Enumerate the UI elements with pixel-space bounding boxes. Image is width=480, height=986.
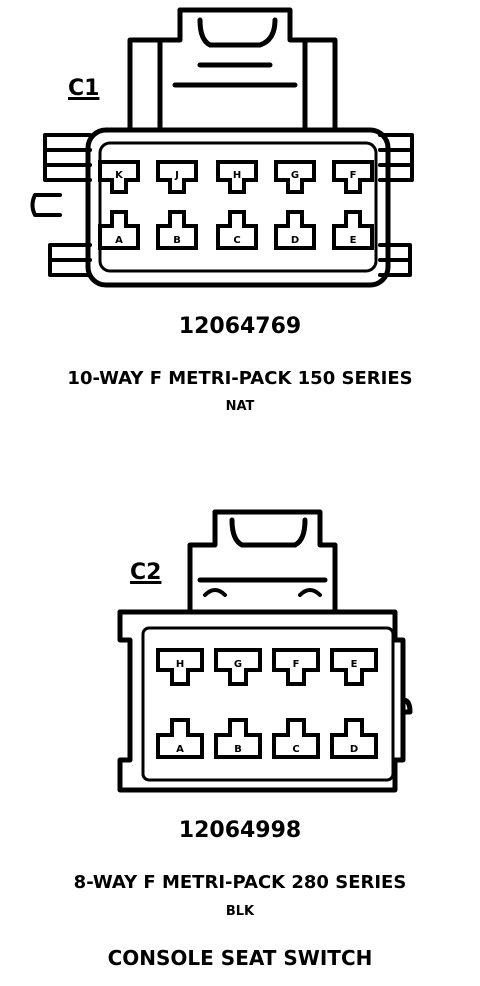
- c1-pin-d-label: D: [291, 235, 299, 246]
- c1-pin-g-label: G: [291, 170, 299, 181]
- c1-pin-e-label: E: [350, 235, 357, 246]
- c2-series: 8-WAY F METRI-PACK 280 SERIES: [73, 872, 407, 893]
- c1-pin-h-label: H: [233, 170, 241, 181]
- c2-part-number: 12064998: [178, 818, 302, 843]
- c1-pin-f-label: F: [350, 170, 357, 181]
- c2-color: BLK: [225, 904, 255, 919]
- c2-label: C2: [130, 560, 162, 585]
- c2-pin-e: E: [330, 648, 378, 686]
- c1-pin-k-label: K: [115, 170, 124, 181]
- c1-pins-bottom-row: A B C D E: [98, 210, 374, 250]
- c1-connector: [30, 7, 414, 288]
- c2-pin-g: G: [214, 648, 262, 686]
- c2-pin-h: H: [156, 648, 204, 686]
- c2-pin-a-label: A: [176, 744, 184, 755]
- c1-pin-e: E: [332, 210, 374, 250]
- c1-pin-g: G: [274, 160, 316, 194]
- c1-pin-h: H: [216, 160, 258, 194]
- c1-label: C1: [68, 76, 100, 101]
- c1-pin-j-label: J: [174, 170, 179, 181]
- c1-pin-c: C: [216, 210, 258, 250]
- c2-pin-f-label: F: [293, 659, 300, 670]
- c1-pin-b-label: B: [173, 235, 181, 246]
- c2-pins-top-row: H G F E: [156, 648, 378, 686]
- c1-pins-top-row: K J H G F: [98, 160, 374, 194]
- c2-pin-g-label: G: [234, 659, 242, 670]
- c2-pin-f: F: [272, 648, 320, 686]
- c1-pin-b: B: [156, 210, 198, 250]
- c2-pin-c-label: C: [292, 744, 299, 755]
- footer-title: CONSOLE SEAT SWITCH: [107, 946, 373, 970]
- c2-pin-b-label: B: [234, 744, 242, 755]
- c2-pin-h-label: H: [176, 659, 184, 670]
- c1-pin-d: D: [274, 210, 316, 250]
- c2-pin-e-label: E: [351, 659, 358, 670]
- c1-pin-a-label: A: [115, 235, 123, 246]
- c1-pin-f: F: [332, 160, 374, 194]
- c1-pin-j: J: [156, 160, 198, 194]
- c1-part-number: 12064769: [178, 314, 302, 339]
- c2-connector: [117, 509, 413, 793]
- c2-pin-d: D: [330, 718, 378, 759]
- c2-pin-b: B: [214, 718, 262, 759]
- c2-pin-a: A: [156, 718, 204, 759]
- c1-series: 10-WAY F METRI-PACK 150 SERIES: [67, 368, 413, 389]
- c2-pins-bottom-row: A B C D: [156, 718, 378, 759]
- c1-pin-c-label: C: [233, 235, 240, 246]
- c1-pin-k: K: [98, 160, 140, 194]
- c2-pin-c: C: [272, 718, 320, 759]
- c1-pin-a: A: [98, 210, 140, 250]
- c1-color: NAT: [225, 399, 255, 414]
- c2-pin-d-label: D: [350, 744, 358, 755]
